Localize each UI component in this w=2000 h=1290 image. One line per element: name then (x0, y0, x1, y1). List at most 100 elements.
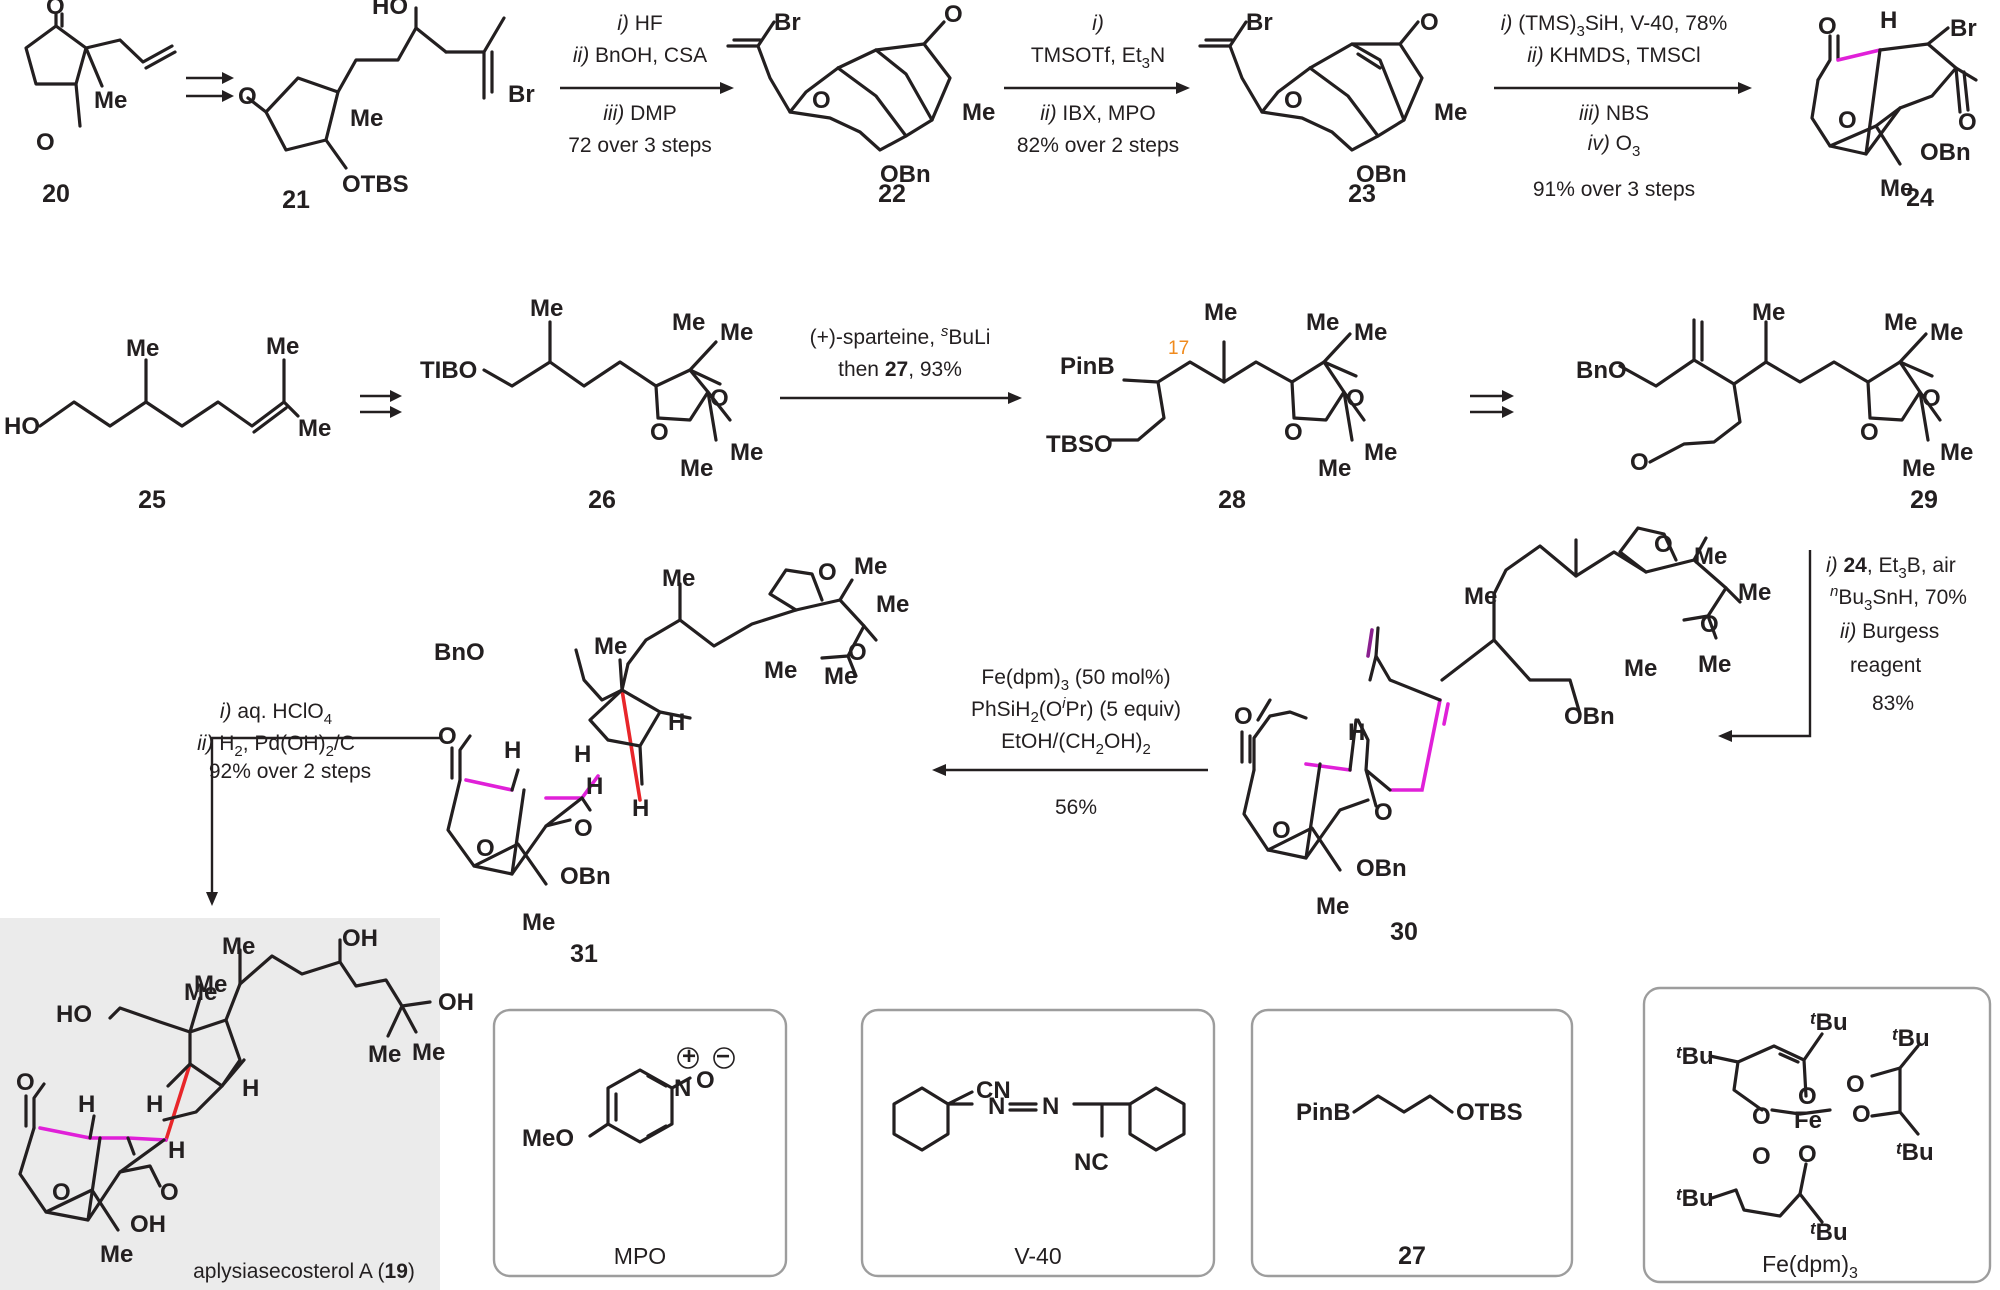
svg-text:83%: 83% (1872, 692, 1914, 715)
step-4: (+)-sparteine, sBuLi then 27, 93% (780, 323, 1022, 404)
svg-text:Me: Me (1884, 309, 1917, 336)
svg-text:O: O (812, 87, 831, 114)
label-24: 24 (1906, 184, 1934, 212)
compound-23: Br O O Me OBn 23 (1198, 9, 1467, 208)
svg-text:Me: Me (1752, 299, 1785, 326)
label-26: 26 (588, 486, 616, 514)
svg-text:OBn: OBn (560, 863, 611, 890)
svg-text:O: O (1234, 703, 1253, 730)
product-19: O HO H H Me Me Me H H OH OH Me Me O O OH… (0, 918, 474, 1290)
svg-text:O: O (1958, 109, 1977, 136)
svg-text:Me: Me (662, 565, 695, 592)
svg-text:ii) IBX, MPO: ii) IBX, MPO (1040, 102, 1156, 125)
svg-text:aplysiasecosterol A (19): aplysiasecosterol A (19) (193, 1260, 415, 1283)
label-31: 31 (570, 940, 598, 968)
svg-text:O: O (1346, 385, 1365, 412)
svg-text:tBu: tBu (1892, 1025, 1930, 1052)
svg-text:Me: Me (530, 295, 563, 322)
svg-text:Br: Br (1950, 15, 1977, 42)
svg-text:OH: OH (342, 925, 378, 952)
svg-text:ii) H2, Pd(OH)2/C: ii) H2, Pd(OH)2/C (197, 732, 355, 760)
svg-text:H: H (504, 737, 521, 764)
svg-text:TBSO: TBSO (1046, 431, 1113, 458)
svg-text:PinB: PinB (1296, 1099, 1351, 1126)
svg-text:Me: Me (1316, 893, 1349, 920)
svg-text:nBu3SnH, 70%: nBu3SnH, 70% (1830, 583, 1967, 614)
svg-text:N: N (1042, 1093, 1059, 1120)
product-background (0, 918, 440, 1290)
svg-text:91% over 3 steps: 91% over 3 steps (1533, 178, 1695, 201)
svg-text:Me: Me (100, 1241, 133, 1268)
svg-text:(+)-sparteine, sBuLi: (+)-sparteine, sBuLi (810, 323, 991, 349)
svg-text:Me: Me (764, 657, 797, 684)
svg-text:Me: Me (876, 591, 909, 618)
svg-text:OTBS: OTBS (342, 171, 409, 198)
svg-text:MeO: MeO (522, 1125, 574, 1152)
svg-text:Br: Br (774, 9, 801, 36)
svg-text:tBu: tBu (1810, 1219, 1848, 1246)
svg-text:Me: Me (1204, 299, 1237, 326)
multistep-arrow-28-29 (1470, 390, 1514, 418)
svg-text:tBu: tBu (1676, 1185, 1714, 1212)
compound-29: BnO Me Me Me O O Me Me O 29 (1576, 299, 1973, 514)
svg-text:TMSOTf, Et3N: TMSOTf, Et3N (1031, 44, 1165, 72)
compound-20: O O Me 20 (24, 0, 177, 208)
label-20: 20 (42, 180, 70, 208)
svg-text:OH: OH (438, 989, 474, 1016)
svg-text:then 27, 93%: then 27, 93% (838, 358, 962, 381)
svg-text:17: 17 (1168, 338, 1189, 359)
svg-text:O: O (1374, 799, 1393, 826)
label-21: 21 (282, 186, 310, 214)
svg-text:O: O (696, 1067, 715, 1094)
label-30: 30 (1390, 918, 1418, 946)
svg-text:Me: Me (412, 1039, 445, 1066)
svg-text:Me: Me (522, 909, 555, 936)
svg-text:Me: Me (222, 933, 255, 960)
svg-text:Me: Me (184, 979, 217, 1006)
svg-text:H: H (146, 1091, 163, 1118)
svg-text:OTBS: OTBS (1456, 1099, 1523, 1126)
svg-text:Me: Me (854, 553, 887, 580)
svg-text:Me: Me (594, 633, 627, 660)
svg-text:iii) NBS: iii) NBS (1579, 102, 1649, 125)
svg-text:Fe(dpm)3: Fe(dpm)3 (1762, 1251, 1858, 1282)
svg-text:O: O (848, 639, 867, 666)
svg-text:Me: Me (1940, 439, 1973, 466)
svg-text:Me: Me (1930, 319, 1963, 346)
svg-text:MPO: MPO (614, 1243, 666, 1269)
svg-text:O: O (238, 83, 257, 110)
label-22: 22 (878, 180, 906, 208)
svg-text:Me: Me (298, 415, 331, 442)
svg-text:Me: Me (962, 99, 995, 126)
svg-text:tBu: tBu (1896, 1139, 1934, 1166)
svg-text:O: O (1654, 531, 1673, 558)
svg-text:Me: Me (266, 333, 299, 360)
svg-text:Me: Me (720, 319, 753, 346)
svg-text:reagent: reagent (1850, 654, 1921, 677)
svg-text:H: H (574, 741, 591, 768)
svg-text:Me: Me (672, 309, 705, 336)
svg-text:O: O (1798, 1083, 1817, 1110)
svg-text:H: H (668, 709, 685, 736)
svg-text:Fe: Fe (1794, 1107, 1822, 1134)
svg-text:PinB: PinB (1060, 353, 1115, 380)
svg-text:Me: Me (1624, 655, 1657, 682)
svg-text:Br: Br (1246, 9, 1273, 36)
svg-text:Me: Me (1318, 455, 1351, 482)
svg-text:BnO: BnO (434, 639, 485, 666)
svg-text:Fe(dpm)3 (50 mol%): Fe(dpm)3 (50 mol%) (981, 666, 1170, 694)
svg-text:tBu: tBu (1676, 1043, 1714, 1070)
svg-text:i) (TMS)3SiH, V-40, 78%: i) (TMS)3SiH, V-40, 78% (1501, 12, 1728, 40)
step-1: i) HF ii) BnOH, CSA iii) DMP 72 over 3 s… (560, 12, 734, 157)
svg-text:H: H (78, 1091, 95, 1118)
compound-26: TIBO Me Me Me O O Me Me 26 (420, 295, 763, 514)
svg-text:OBn: OBn (1356, 855, 1407, 882)
svg-text:ii) KHMDS, TMSCl: ii) KHMDS, TMSCl (1527, 44, 1700, 67)
svg-text:O: O (1798, 1141, 1817, 1168)
svg-text:27: 27 (1398, 1242, 1426, 1270)
svg-text:BnO: BnO (1576, 357, 1627, 384)
svg-text:O: O (438, 723, 457, 750)
svg-text:PhSiH2(OiPr) (5 equiv): PhSiH2(OiPr) (5 equiv) (971, 695, 1181, 726)
step-2: i) TMSOTf, Et3N ii) IBX, MPO 82% over 2 … (1004, 12, 1190, 157)
svg-text:OBn: OBn (880, 161, 931, 188)
